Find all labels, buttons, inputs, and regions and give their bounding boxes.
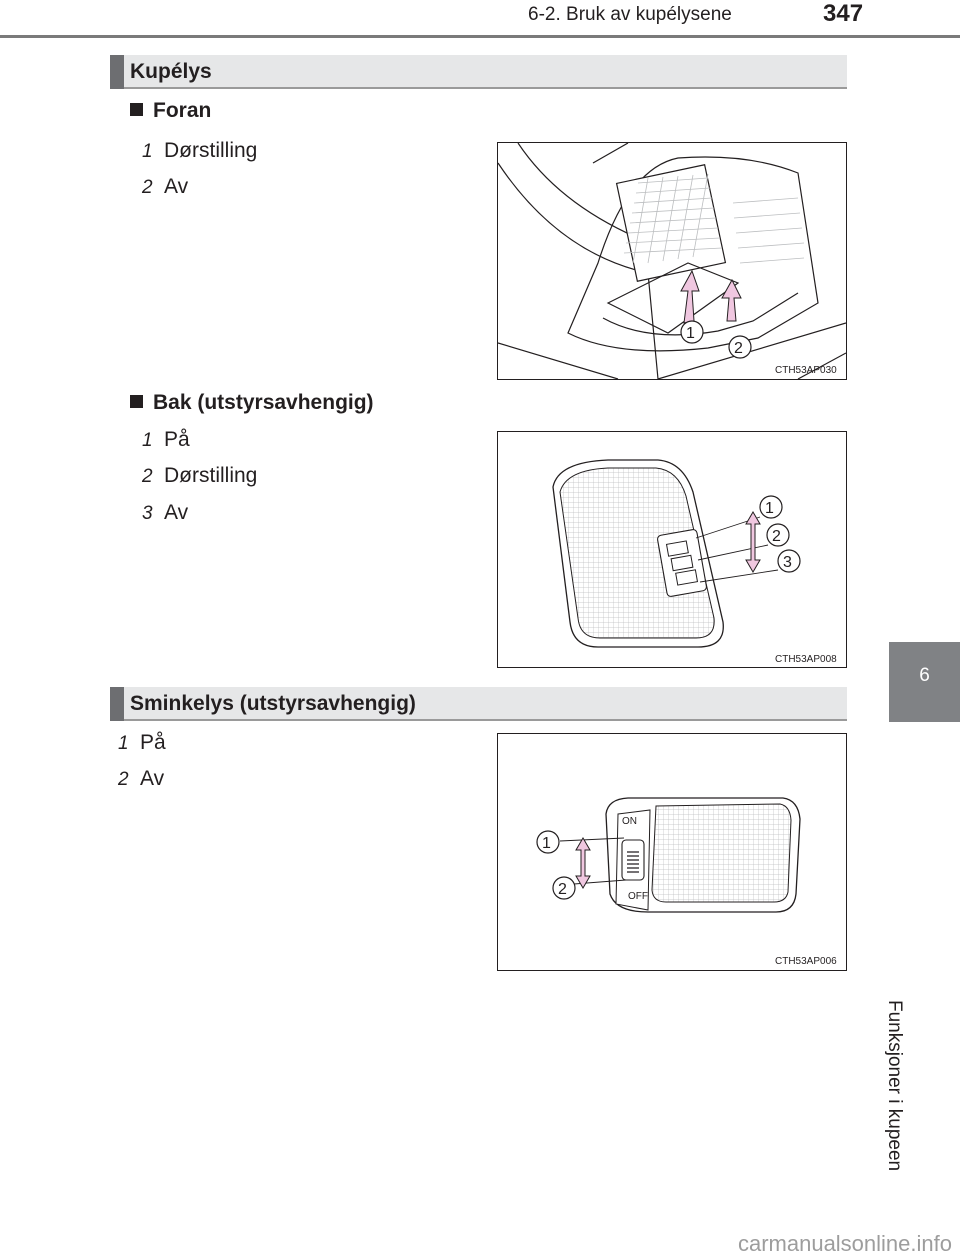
callout-2: 2: [558, 881, 567, 898]
item-text: På: [140, 731, 166, 754]
item-number: 1: [142, 141, 153, 162]
figure-vanity-light: ON OFF 1 2 CTH53AP006: [497, 733, 847, 971]
watermark: carmanualsonline.info: [737, 1231, 952, 1256]
callout-1: 1: [765, 500, 774, 517]
subheading-rear: Bak (utstyrsavhengig): [130, 391, 374, 415]
list-item: 3 Av: [142, 501, 188, 525]
subheading-text: Bak (utstyrsavhengig): [153, 391, 374, 414]
section-bar-vanity-lights: [110, 687, 847, 721]
header-rule: [0, 35, 960, 38]
page-number: 347: [823, 0, 864, 27]
figure-code: CTH53AP030: [775, 365, 837, 376]
callout-1: 1: [542, 835, 551, 852]
callout-2: 2: [772, 528, 781, 545]
figure-front-overhead-light: 1 2 CTH53AP030: [497, 142, 847, 380]
callout-2: 2: [734, 340, 743, 357]
switch-label-on: ON: [622, 816, 637, 827]
item-number: 2: [118, 769, 129, 790]
rear-light-illustration: 1 2 3: [552, 459, 801, 648]
list-item: 2 Av: [142, 175, 188, 199]
vanity-light-illustration: ON OFF 1 2: [536, 797, 801, 913]
item-number: 2: [142, 466, 153, 487]
item-number: 3: [142, 503, 153, 524]
square-bullet-icon: [130, 103, 143, 116]
square-bullet-icon: [130, 395, 143, 408]
callout-1: 1: [686, 325, 695, 342]
front-console-illustration: 1 2: [497, 142, 847, 380]
item-text: På: [164, 428, 190, 451]
list-item: 1 Dørstilling: [142, 139, 257, 163]
list-item: 1 På: [142, 428, 190, 452]
subheading-front: Foran: [130, 99, 211, 123]
list-item: 2 Av: [118, 767, 164, 791]
running-header-title: 6-2. Bruk av kupélysene: [528, 4, 732, 25]
item-text: Av: [140, 767, 165, 790]
subheading-text: Foran: [153, 99, 212, 122]
callout-3: 3: [783, 554, 792, 571]
list-item: 1 På: [118, 731, 166, 755]
item-number: 1: [118, 733, 129, 754]
item-number: 2: [142, 177, 153, 198]
chapter-number: 6: [919, 665, 930, 686]
item-text: Av: [164, 175, 189, 198]
chapter-tab: [889, 642, 960, 722]
item-number: 1: [142, 430, 153, 451]
section-bar-marker: [110, 687, 124, 721]
item-text: Dørstilling: [164, 464, 258, 487]
section-bar-interior-lights: [110, 55, 847, 89]
section-title: Sminkelys (utstyrsavhengig): [130, 692, 416, 715]
chapter-label: Funksjoner i kupeen: [884, 1000, 905, 1172]
list-item: 2 Dørstilling: [142, 464, 257, 488]
figure-rear-light: 1 2 3 CTH53AP008: [497, 431, 847, 668]
switch-label-off: OFF: [628, 891, 648, 902]
item-text: Av: [164, 501, 189, 524]
section-bar-marker: [110, 55, 124, 89]
section-title: Kupélys: [130, 60, 212, 83]
figure-code: CTH53AP008: [775, 654, 837, 665]
figure-code: CTH53AP006: [775, 956, 837, 967]
item-text: Dørstilling: [164, 139, 258, 162]
